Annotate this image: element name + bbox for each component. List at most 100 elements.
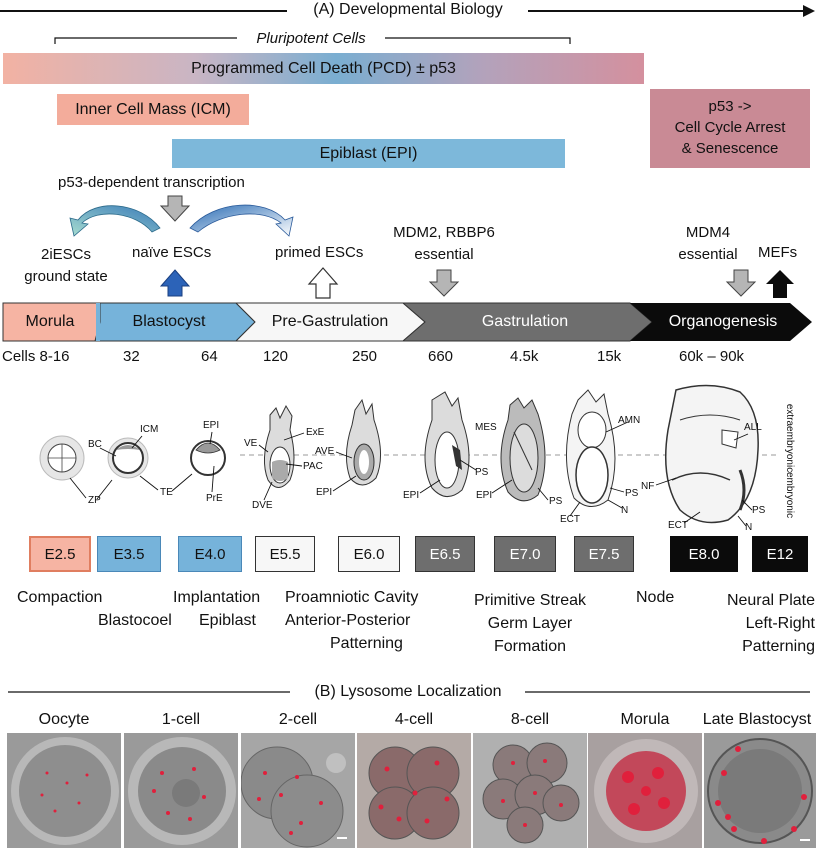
label-ect-e80: ECT xyxy=(668,520,688,531)
label-te: TE xyxy=(160,487,173,498)
photo-label-1cell: 1-cell xyxy=(161,711,201,728)
mdm2-line2: essential xyxy=(414,246,474,263)
icm-bar-label: Inner Cell Mass (ICM) xyxy=(75,100,231,118)
e-stage-box: E6.0 xyxy=(338,536,400,572)
label-ps-e65: PS xyxy=(475,467,489,478)
label-nf: NF xyxy=(641,481,654,492)
pcd-bar: Programmed Cell Death (PCD) ± p53 xyxy=(3,53,644,84)
stage-label-pregastrulation: Pre-Gastrulation xyxy=(271,313,389,330)
label-ps-e80: PS xyxy=(752,505,766,516)
section-a-title: (A) Developmental Biology xyxy=(313,1,503,18)
e-stage-box: E7.5 xyxy=(574,536,634,572)
stage-bar xyxy=(2,302,812,342)
embryo-e4 xyxy=(190,440,226,476)
photo-oocyte xyxy=(7,733,121,848)
label-embryonic: embryonic xyxy=(784,472,795,518)
label-ve: VE xyxy=(244,438,258,449)
mefs-label: MEFs xyxy=(758,244,798,261)
label-zp: ZP xyxy=(88,495,101,506)
embryo-e55 xyxy=(264,404,295,488)
label-pre: PrE xyxy=(206,493,223,504)
cell-count: 660 xyxy=(428,348,454,365)
section-b-title: (B) Lysosome Localization xyxy=(314,683,502,700)
epi-bar: Epiblast (EPI) xyxy=(172,139,565,168)
cell-count: 32 xyxy=(123,348,140,365)
event-epiblast: Epiblast xyxy=(199,612,256,629)
event-blastocoel: Blastocoel xyxy=(98,612,172,629)
embryo-e60 xyxy=(346,398,381,486)
np-line2: Left-Right xyxy=(745,615,815,632)
embryo-e65 xyxy=(424,391,470,497)
e-stage-box: E2.5 xyxy=(29,536,91,572)
stage-label-morula: Morula xyxy=(25,313,75,330)
e-stage-box: E3.5 xyxy=(97,536,161,572)
label-ps-e75: PS xyxy=(625,488,639,499)
icm-bar: Inner Cell Mass (ICM) xyxy=(57,94,249,125)
label-ave: AVE xyxy=(315,446,335,457)
e-stage-box: E4.0 xyxy=(178,536,242,572)
stage-label-gastrulation: Gastrulation xyxy=(481,313,569,330)
embryo-e70 xyxy=(500,397,546,502)
cell-count: 15k xyxy=(597,348,622,365)
np-line3: Patterning xyxy=(742,638,815,655)
label-n-e75: N xyxy=(621,505,628,516)
photo-4cell xyxy=(357,733,471,848)
e-stage-box: E12 xyxy=(752,536,808,572)
label-icm: ICM xyxy=(140,424,158,435)
embryo-blastocyst xyxy=(107,437,149,479)
primed-esc-label: primed ESCs xyxy=(275,244,364,261)
label-n-e80: N xyxy=(745,522,752,533)
event-compaction: Compaction xyxy=(17,589,103,606)
arrows-layer xyxy=(69,195,794,299)
np-line1: Neural Plate xyxy=(726,592,815,609)
mdm2-line1: MDM2, RBBP6 xyxy=(393,224,495,241)
embryo-diagram: ZP BC ICM TE EPI PrE VE ExE AVE PAC DVE … xyxy=(39,384,795,533)
cell-count: 120 xyxy=(263,348,289,365)
grey-arrow-p53 xyxy=(159,195,191,222)
p53-line3: & Senescence xyxy=(681,140,779,157)
photo-label-oocyte: Oocyte xyxy=(38,711,90,728)
p53-transcription-label: p53-dependent transcription xyxy=(58,174,245,191)
photo-late-blastocyst xyxy=(704,733,816,848)
label-epi-e6: EPI xyxy=(316,487,332,498)
mdm4-label: MDM4 essential xyxy=(668,222,748,266)
label-epi-e70: EPI xyxy=(476,490,492,501)
event-implantation: Implantation xyxy=(173,589,261,606)
label-mes: MES xyxy=(475,422,497,433)
event-ap-line2: Patterning xyxy=(330,635,403,652)
photo-morula xyxy=(588,733,702,848)
label-all: ALL xyxy=(744,422,762,433)
embryo-morula xyxy=(39,435,85,481)
section-a-arrow xyxy=(0,5,815,17)
curved-arrow-right xyxy=(189,204,294,237)
pluripotent-label: Pluripotent Cells xyxy=(256,30,366,47)
cell-count: Cells 8-16 xyxy=(2,348,70,365)
event-node: Node xyxy=(636,589,675,606)
cell-count: 64 xyxy=(201,348,218,365)
label-ect-e75: ECT xyxy=(560,514,580,525)
photo-label-blastocyst: Late Blastocyst xyxy=(702,711,812,728)
blue-arrow-up xyxy=(159,269,191,297)
section-b-line xyxy=(8,691,810,693)
label-pac: PAC xyxy=(303,461,323,472)
event-neural-plate: Neural Plate Left-Right Patterning xyxy=(700,589,815,658)
photo-label-morula: Morula xyxy=(620,711,670,728)
curved-arrow-left xyxy=(69,205,161,237)
p53-line2: Cell Cycle Arrest xyxy=(674,119,786,136)
stage-label-blastocyst: Blastocyst xyxy=(132,313,206,330)
label-dve: DVE xyxy=(252,500,273,511)
mdm2-label: MDM2, RBBP6 essential xyxy=(380,222,508,266)
epi-bar-label: Epiblast (EPI) xyxy=(319,144,418,162)
pcd-bar-label: Programmed Cell Death (PCD) ± p53 xyxy=(191,59,456,77)
cell-count: 60k – 90k xyxy=(679,348,745,365)
embryo-e75 xyxy=(566,389,616,507)
label-exe: ExE xyxy=(306,427,325,438)
e-stage-box: E7.0 xyxy=(494,536,556,572)
cell-count: 4.5k xyxy=(510,348,539,365)
photo-1cell xyxy=(124,733,238,848)
photo-label-2cell: 2-cell xyxy=(278,711,318,728)
embryo-e80 xyxy=(664,384,759,524)
label-ps-e70: PS xyxy=(549,496,563,507)
photo-label-8cell: 8-cell xyxy=(510,711,550,728)
p53-arrest-box: p53 -> Cell Cycle Arrest & Senescence xyxy=(650,89,810,168)
